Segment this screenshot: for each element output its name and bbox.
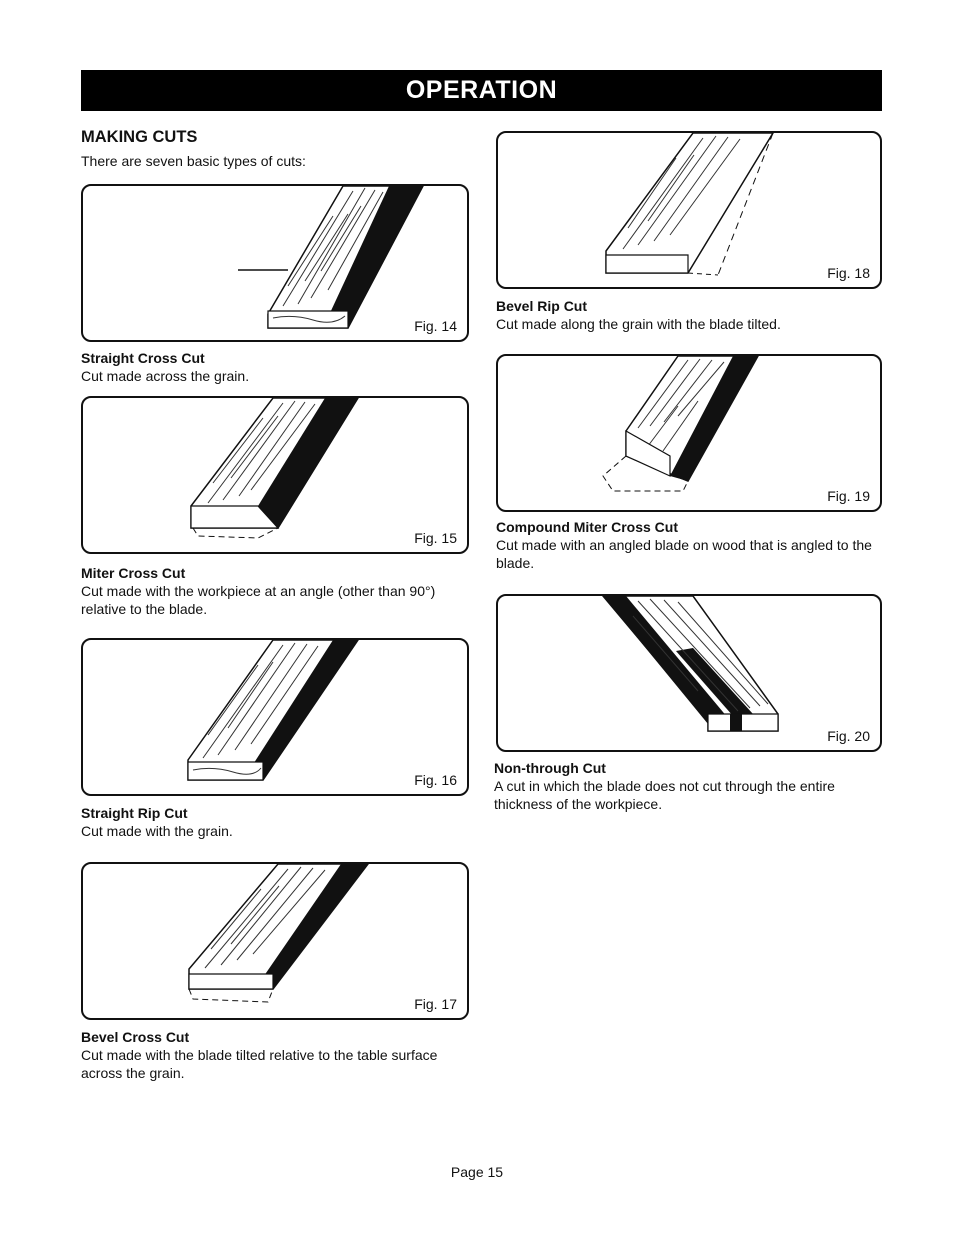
board-illustration-bevel-rip-cut	[605, 133, 774, 276]
figure-15: Fig. 15	[81, 396, 469, 554]
figure-label: Fig. 14	[414, 318, 457, 334]
caption-title: Bevel Rip Cut	[496, 298, 588, 314]
caption-description: Cut made across the grain.	[81, 368, 250, 384]
caption-title: Bevel Cross Cut	[81, 1029, 190, 1045]
figure-label: Fig. 16	[414, 772, 457, 788]
figure-label: Fig. 18	[827, 265, 870, 281]
operation-header: OPERATION	[81, 70, 882, 111]
board-illustration-miter-cross-cut	[190, 398, 359, 539]
caption-bevel-cross-cut: Bevel Cross Cut Cut made with the blade …	[81, 1028, 467, 1082]
page-number: Page 15	[450, 1164, 504, 1180]
board-illustration-bevel-cross-cut	[188, 864, 369, 1003]
caption-description: A cut in which the blade does not cut th…	[494, 778, 835, 812]
figure-19: Fig. 19	[496, 354, 882, 512]
figure-20: Fig. 20	[496, 594, 882, 752]
caption-title: Non-through Cut	[494, 760, 606, 776]
figure-label: Fig. 17	[414, 996, 457, 1012]
figure-18: Fig. 18	[496, 131, 882, 289]
caption-straight-rip-cut: Straight Rip Cut Cut made with the grain…	[81, 804, 465, 840]
caption-compound-miter-cross-cut: Compound Miter Cross Cut Cut made with a…	[496, 518, 882, 572]
board-illustration-straight-cross-cut	[238, 186, 424, 329]
caption-description: Cut made with the grain.	[81, 823, 233, 839]
figure-label: Fig. 20	[827, 728, 870, 744]
caption-straight-cross-cut: Straight Cross Cut Cut made across the g…	[81, 349, 465, 385]
caption-description: Cut made with the blade tilted relative …	[81, 1047, 438, 1081]
caption-title: Compound Miter Cross Cut	[496, 519, 678, 535]
figure-17: Fig. 17	[81, 862, 469, 1020]
board-illustration-non-through-cut	[602, 596, 779, 732]
caption-description: Cut made with an angled blade on wood th…	[496, 537, 872, 571]
caption-bevel-rip-cut: Bevel Rip Cut Cut made along the grain w…	[496, 297, 880, 333]
figure-label: Fig. 19	[827, 488, 870, 504]
caption-description: Cut made along the grain with the blade …	[496, 316, 781, 332]
figure-label: Fig. 15	[414, 530, 457, 546]
board-illustration-straight-rip-cut	[187, 640, 359, 781]
figure-16: Fig. 16	[81, 638, 469, 796]
caption-non-through-cut: Non-through Cut A cut in which the blade…	[494, 759, 882, 813]
caption-description: Cut made with the workpiece at an angle …	[81, 583, 436, 617]
section-title: MAKING CUTS	[81, 128, 198, 146]
figure-14: Fig. 14	[81, 184, 469, 342]
section-intro: There are seven basic types of cuts:	[81, 153, 306, 169]
caption-title: Straight Rip Cut	[81, 805, 188, 821]
caption-title: Straight Cross Cut	[81, 350, 205, 366]
caption-title: Miter Cross Cut	[81, 565, 186, 581]
caption-miter-cross-cut: Miter Cross Cut Cut made with the workpi…	[81, 564, 465, 618]
board-illustration-compound-miter-cross-cut	[602, 356, 759, 492]
